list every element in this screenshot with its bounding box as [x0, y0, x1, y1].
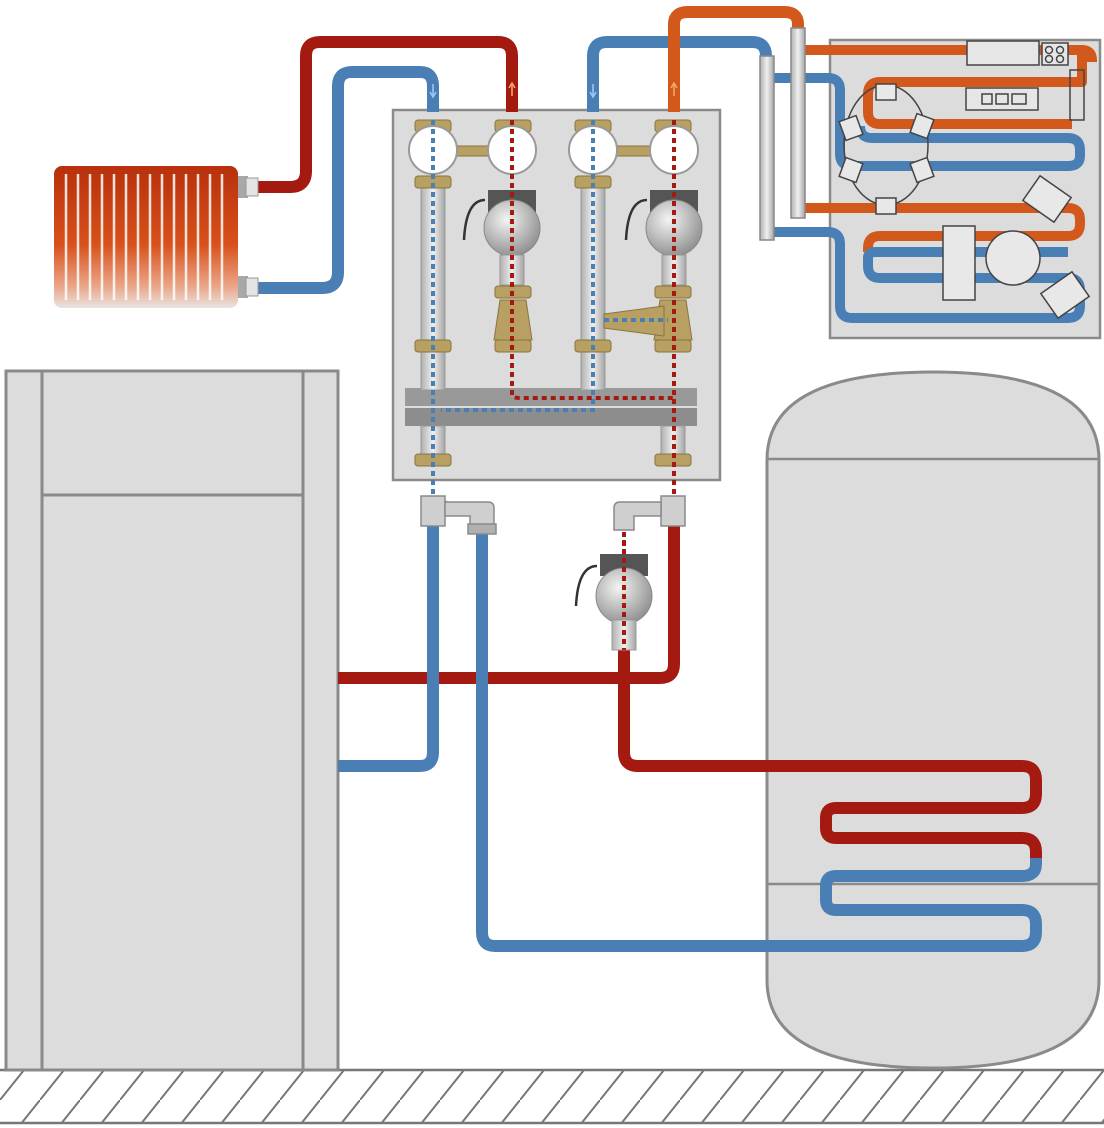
sofa — [942, 225, 976, 301]
stove-icon — [1041, 42, 1069, 66]
flow-arrows — [429, 81, 678, 99]
flow-arrow-down-icon — [589, 84, 597, 99]
tank-loading-pump — [574, 540, 653, 651]
flow-arrow-down-icon — [429, 84, 437, 99]
radiator-supply-pipe — [258, 36, 518, 193]
pipe-fittings — [420, 495, 686, 535]
armchair-2 — [1039, 270, 1091, 320]
armchair — [1021, 174, 1073, 224]
floor-hatching — [0, 1068, 1104, 1125]
kitchen-counter — [966, 40, 1040, 66]
boiler — [4, 369, 340, 1072]
pipework — [258, 6, 1042, 952]
flow-arrow-up-icon — [670, 81, 678, 96]
radiator — [54, 166, 259, 308]
underfloor-heating-loops — [772, 45, 1097, 323]
coffee-table — [985, 230, 1041, 286]
tank-coil-supply-pipe — [618, 645, 1042, 858]
floor-supply-pipe — [668, 6, 804, 112]
boiler-supply-pipe — [338, 520, 680, 684]
tank-coil-return-pipe — [476, 528, 1042, 952]
collector-bar-bottom — [405, 408, 697, 426]
boiler-return-pipe — [338, 520, 439, 772]
floor-distributor — [759, 27, 806, 241]
radiator-return-pipe — [258, 66, 439, 294]
flow-arrow-up-icon — [508, 81, 516, 96]
sideboard — [965, 87, 1039, 111]
station-internals — [405, 119, 703, 467]
hot-water-storage-tank — [765, 370, 1101, 1070]
room-furniture — [838, 40, 1091, 320]
